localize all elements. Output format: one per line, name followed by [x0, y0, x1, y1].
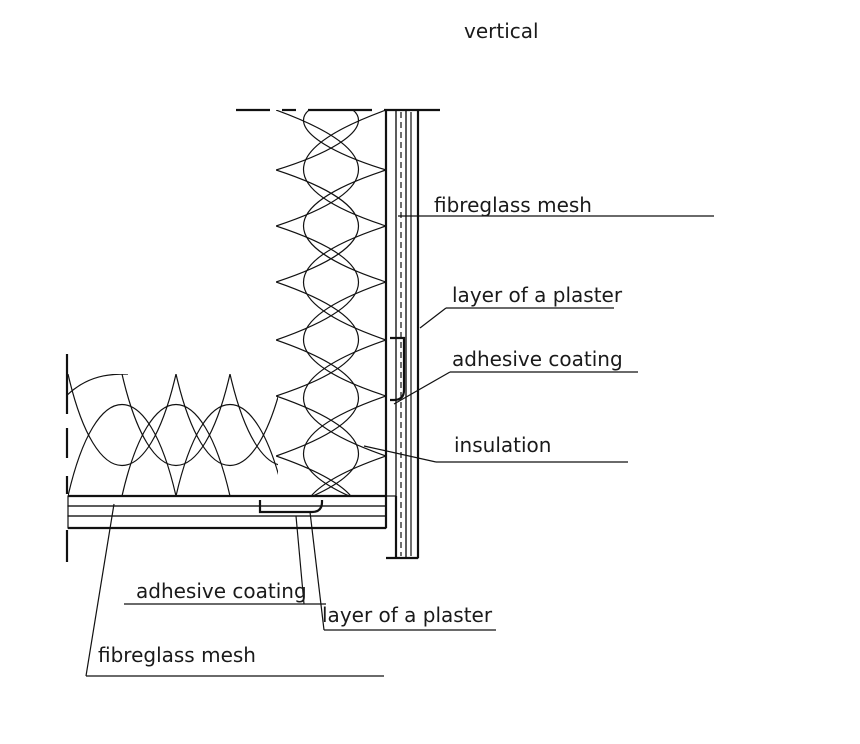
insulation-vertical — [276, 110, 386, 496]
horizontal-render-layers — [67, 494, 388, 530]
label-fibreglass-mesh-right: fibreglass mesh — [434, 193, 592, 217]
corner-profile-horizontal — [258, 500, 324, 514]
corner-profile-vertical — [390, 336, 406, 402]
label-plaster-bottom: layer of a plaster — [322, 603, 493, 627]
label-fibreglass-mesh-bottom: fibreglass mesh — [98, 643, 256, 667]
vertical-render-layers — [384, 109, 420, 560]
label-adhesive-right: adhesive coating — [452, 347, 623, 371]
label-insulation: insulation — [454, 433, 551, 457]
insulation-horizontal — [68, 374, 278, 496]
label-adhesive-bottom: adhesive coating — [136, 579, 307, 603]
label-plaster-right: layer of a plaster — [452, 283, 623, 307]
leader-lines — [85, 215, 714, 677]
view-title: vertical — [464, 19, 539, 43]
